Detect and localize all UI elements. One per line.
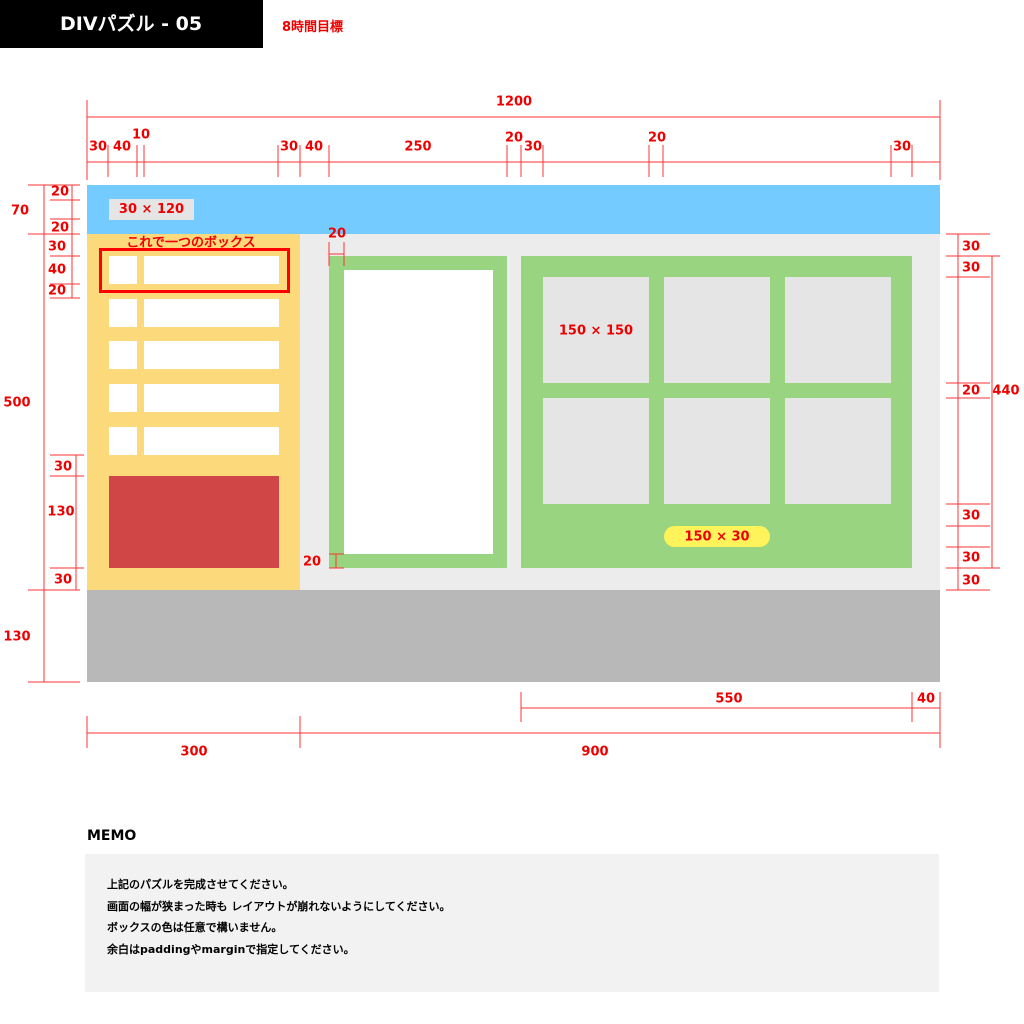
dim-label: 30: [47, 239, 67, 255]
header-inner-box: 30 × 120: [109, 199, 194, 220]
yellow-pill: [664, 526, 770, 547]
row-bar: [144, 256, 279, 284]
one-box-highlight: [99, 248, 290, 293]
goal-text: 8時間目標: [282, 20, 344, 35]
row-square: [109, 384, 137, 412]
dim-label: 130: [47, 504, 75, 520]
dim-label: 40: [304, 139, 324, 155]
row-square: [109, 256, 137, 284]
memo-line: 画面の幅が狭まった時も レイアウトが崩れないようにしてください。: [107, 899, 451, 913]
row-square: [109, 341, 137, 369]
dim-label: 30: [53, 459, 73, 475]
dim-label: 20: [302, 554, 322, 570]
row-bar: [144, 384, 279, 412]
dim-label: 30: [88, 139, 108, 155]
memo-line: 余白はpaddingやmarginで指定してください。: [107, 942, 355, 956]
dim-label: 30: [523, 139, 543, 155]
row-bar: [144, 341, 279, 369]
page-title: DIVパズル - 05: [0, 0, 263, 48]
tile: [664, 398, 770, 504]
memo-line: ボックスの色は任意で構いません。: [107, 921, 283, 934]
dim-label: 30: [961, 550, 981, 566]
dim-label: 30: [961, 260, 981, 276]
memo-line: 上記のパズルを完成させてください。: [107, 878, 294, 891]
dim-label: 900: [581, 744, 609, 760]
dim-label: 440: [992, 383, 1020, 399]
memo-box: 上記のパズルを完成させてください。 画面の幅が狭まった時も レイアウトが崩れない…: [85, 854, 939, 992]
dim-label: 20: [961, 383, 981, 399]
tile: [664, 277, 770, 383]
row-square: [109, 427, 137, 455]
dim-label: 20: [504, 130, 524, 146]
row-bar: [144, 299, 279, 327]
white-panel: [344, 270, 493, 554]
dim-label: 30: [892, 139, 912, 155]
dim-label: 20: [47, 283, 67, 299]
dim-label: 20: [50, 184, 70, 200]
header-block: [87, 185, 940, 234]
tile: [543, 398, 649, 504]
dim-label: 550: [715, 691, 743, 707]
tile-size-label: 150 × 150: [558, 323, 634, 339]
dim-label: 130: [3, 629, 31, 645]
pill-size-label: 150 × 30: [684, 529, 750, 545]
dim-label: 300: [180, 744, 208, 760]
footer-block: [87, 590, 940, 682]
dim-label: 500: [3, 395, 31, 411]
dim-label: 70: [10, 203, 30, 219]
dim-label: 20: [50, 220, 70, 236]
dim-label: 10: [131, 127, 151, 143]
memo-heading: MEMO: [87, 828, 137, 844]
dim-label: 30: [961, 573, 981, 589]
dim-label: 40: [112, 139, 132, 155]
tile: [785, 398, 891, 504]
dim-label: 30: [279, 139, 299, 155]
tile: [543, 277, 649, 383]
dim-label: 40: [916, 691, 936, 707]
dim-label: 30: [961, 508, 981, 524]
dim-label: 20: [327, 226, 347, 242]
one-box-caption: これで一つのボックス: [126, 235, 256, 251]
tile: [785, 277, 891, 383]
dim-label: 20: [647, 130, 667, 146]
dim-label: 30: [961, 239, 981, 255]
dim-label: 1200: [495, 94, 533, 110]
sidebar-red-box: [109, 476, 279, 568]
dim-label: 30: [53, 572, 73, 588]
dim-label: 250: [404, 139, 432, 155]
row-square: [109, 299, 137, 327]
dim-label: 40: [47, 262, 67, 278]
row-bar: [144, 427, 279, 455]
